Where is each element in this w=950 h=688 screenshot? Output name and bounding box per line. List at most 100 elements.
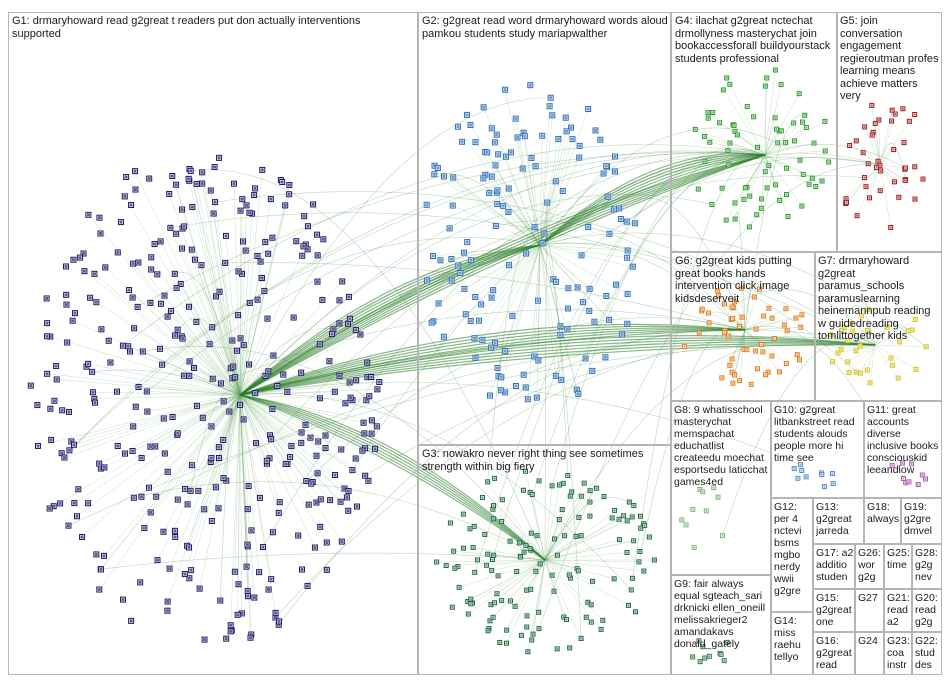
node-fill <box>867 163 869 165</box>
node-fill <box>795 317 797 319</box>
node-fill <box>618 207 621 210</box>
node-fill <box>306 225 309 228</box>
node-fill <box>756 214 758 216</box>
node-fill <box>329 499 332 502</box>
node-fill <box>133 327 136 330</box>
node-fill <box>347 490 350 493</box>
node-fill <box>708 322 710 324</box>
node-fill <box>580 495 582 497</box>
node-fill <box>520 634 522 636</box>
node-fill <box>433 173 436 176</box>
node-fill <box>272 354 275 357</box>
node-fill <box>758 288 760 290</box>
node-fill <box>213 166 216 169</box>
node-fill <box>530 588 532 590</box>
node-fill <box>627 604 629 606</box>
node-fill <box>569 495 571 497</box>
node-fill <box>366 361 369 364</box>
node-fill <box>345 496 348 499</box>
node-fill <box>130 203 133 206</box>
node-fill <box>546 201 549 204</box>
node-fill <box>166 470 169 473</box>
node-fill <box>523 135 526 138</box>
node-fill <box>823 486 825 488</box>
node-fill <box>633 540 635 542</box>
node-fill <box>564 535 566 537</box>
node-fill <box>859 345 861 347</box>
node-fill <box>49 407 52 410</box>
node-fill <box>893 149 895 151</box>
node-fill <box>171 174 174 177</box>
node-fill <box>315 501 318 504</box>
node-fill <box>618 539 620 541</box>
node-fill <box>249 636 252 639</box>
node-fill <box>723 303 725 305</box>
node-fill <box>87 362 90 365</box>
node-fill <box>190 464 193 467</box>
node-fill <box>75 515 78 518</box>
node-fill <box>729 364 731 366</box>
node-fill <box>535 396 538 399</box>
node-fill <box>522 373 525 376</box>
node-fill <box>442 335 445 338</box>
node-fill <box>496 593 498 595</box>
node-fill <box>242 418 245 421</box>
node-fill <box>131 296 134 299</box>
node-fill <box>832 473 834 475</box>
node-fill <box>217 446 220 449</box>
node-fill <box>509 151 512 154</box>
node-fill <box>274 611 277 614</box>
node-fill <box>692 656 694 658</box>
node-fill <box>81 535 84 538</box>
node-fill <box>644 525 646 527</box>
node-fill <box>217 457 220 460</box>
node-fill <box>242 344 245 347</box>
node-fill <box>890 226 892 228</box>
node-fill <box>570 126 573 129</box>
node-fill <box>45 297 48 300</box>
node-fill <box>760 207 762 209</box>
node-fill <box>453 550 455 552</box>
node-fill <box>175 183 178 186</box>
node-fill <box>905 482 907 484</box>
node-fill <box>493 554 495 556</box>
node-fill <box>255 442 258 445</box>
node-fill <box>496 367 499 370</box>
node-fill <box>156 559 159 562</box>
node-fill <box>902 108 904 110</box>
node-fill <box>195 320 198 323</box>
node-fill <box>727 335 729 337</box>
node-fill <box>162 417 165 420</box>
node-fill <box>867 308 869 310</box>
node-fill <box>463 287 466 290</box>
node-fill <box>500 376 503 379</box>
node-fill <box>98 588 101 591</box>
node-fill <box>463 251 466 254</box>
node-fill <box>771 355 773 357</box>
node-fill <box>779 199 781 201</box>
node-fill <box>260 276 263 279</box>
node-fill <box>526 589 528 591</box>
node-fill <box>490 175 493 178</box>
node-fill <box>694 128 696 130</box>
node-fill <box>454 567 456 569</box>
node-fill <box>145 390 148 393</box>
node-fill <box>761 198 763 200</box>
node-fill <box>901 462 903 464</box>
node-fill <box>490 346 493 349</box>
node-fill <box>538 480 540 482</box>
node-fill <box>72 443 75 446</box>
node-fill <box>168 567 171 570</box>
node-fill <box>538 611 540 613</box>
node-fill <box>242 240 245 243</box>
node-fill <box>364 474 367 477</box>
node-fill <box>533 226 536 229</box>
node-fill <box>341 280 344 283</box>
node-fill <box>777 142 779 144</box>
node-fill <box>224 261 227 264</box>
node-fill <box>614 155 617 158</box>
node-fill <box>123 452 126 455</box>
node-fill <box>132 262 135 265</box>
node-fill <box>571 491 573 493</box>
node-fill <box>549 96 552 99</box>
